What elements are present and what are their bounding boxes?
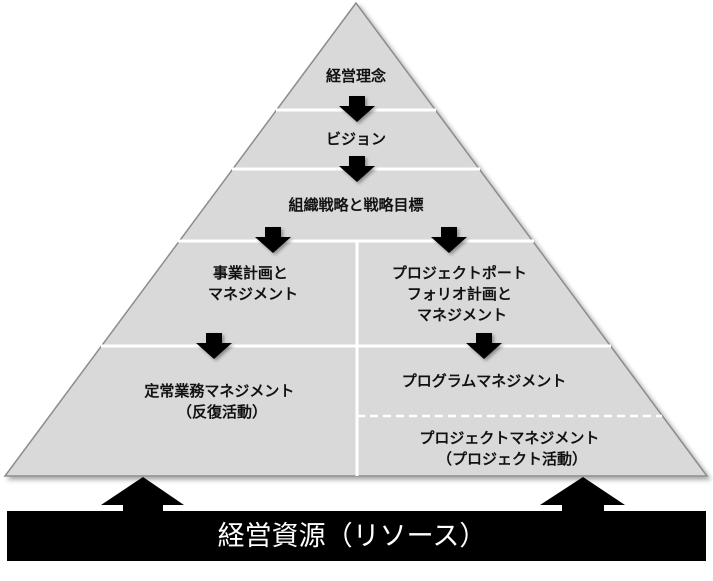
tier-organizational-strategy: 組織戦略と戦略目標 (288, 196, 423, 214)
up-arrow-right (540, 477, 625, 515)
operations-management-label: 定常業務マネジメント （反復活動） (144, 382, 299, 421)
resources-base-bar (7, 511, 706, 561)
project-management-label: プロジェクトマネジメント （プロジェクト活動） (419, 429, 604, 468)
tier-vision: ビジョン (326, 130, 386, 148)
program-management-label: プログラムマネジメント (402, 372, 567, 390)
down-arrow-right-2 (466, 333, 502, 359)
portfolio-planning-label: プロジェクトポート フォリオ計画と マネジメント (392, 264, 532, 324)
business-planning-label: 事業計画と マネジメント (208, 264, 298, 303)
down-arrow-2 (339, 156, 375, 182)
tier-management-philosophy: 経営理念 (326, 67, 386, 85)
up-arrow-left (101, 477, 184, 515)
resources-label: 経営資源（リソース） (218, 521, 487, 552)
down-arrow-left-1 (255, 227, 291, 253)
down-arrow-1 (339, 96, 375, 122)
down-arrow-right-1 (431, 227, 467, 253)
down-arrow-left-2 (196, 333, 232, 359)
